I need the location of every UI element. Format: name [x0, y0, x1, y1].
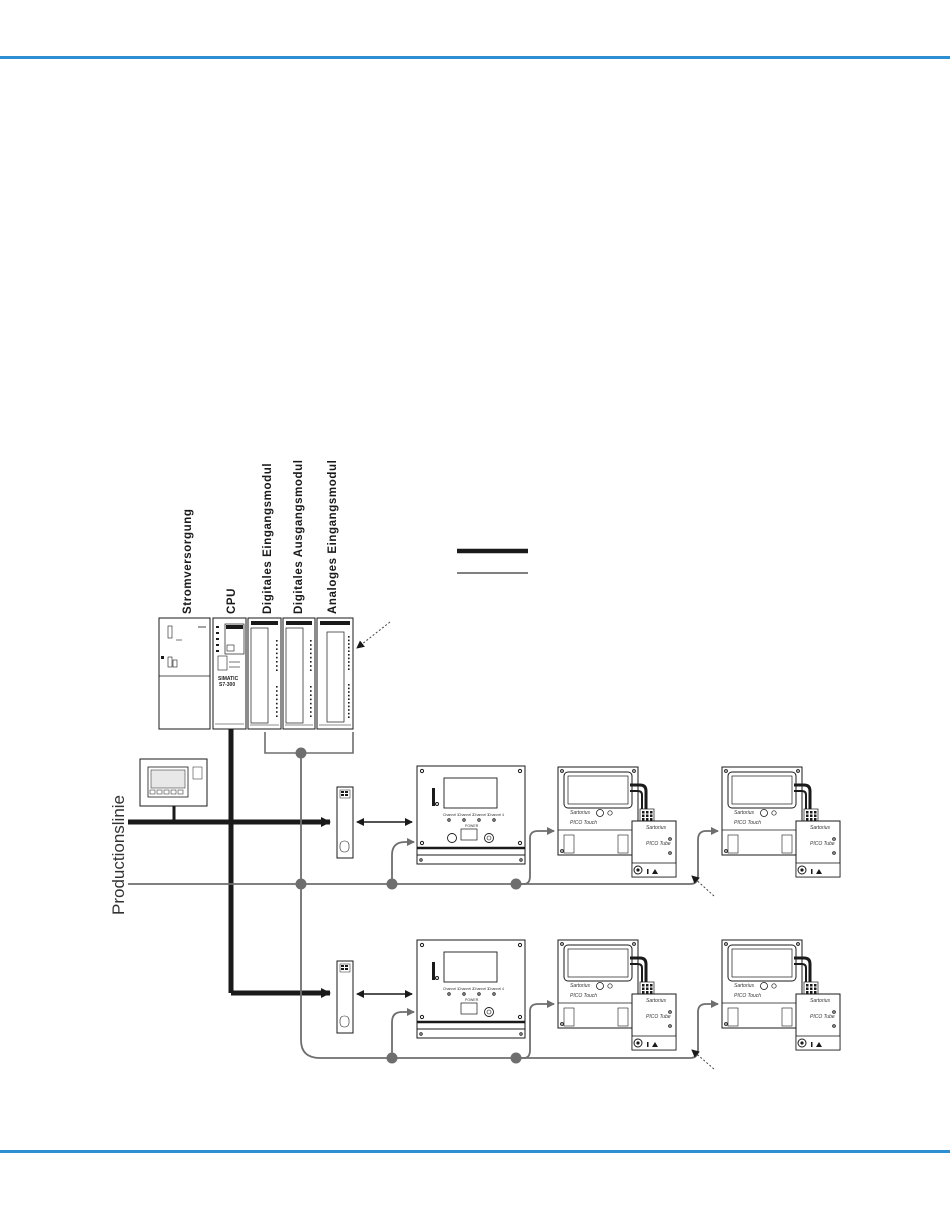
device-tube-model: PICO Tube: [646, 841, 671, 847]
device-brand: Sartorius: [646, 825, 667, 831]
device-brand: Sartorius: [646, 998, 667, 1004]
label-digital-input: Digitales Eingangsmodul: [262, 463, 274, 614]
io-module-bracket: [264, 732, 354, 754]
power-supply-module: [158, 617, 211, 730]
device-pointer-line-2: [691, 1049, 715, 1070]
legend: [457, 548, 528, 574]
device-brand: Sartorius: [570, 983, 591, 989]
device-touch-model: PICO Touch: [734, 993, 761, 999]
cpu-model: S7-300: [219, 682, 235, 688]
cpu-brand: SIMATIC: [218, 676, 239, 682]
junction-dot: [295, 878, 307, 890]
controller-channel-1: Channel 1: [443, 987, 459, 991]
device-pointer-line-1: [691, 875, 715, 897]
controller-channel-3: Channel 3: [473, 813, 489, 817]
cpu-module: SIMATIC S7-300: [212, 617, 247, 730]
controller-channel-4: Channel 4: [488, 987, 504, 991]
io-module-line-2: [336, 960, 354, 1034]
label-analog-input: Analoges Eingangsmodul: [327, 460, 339, 614]
device-brand: Sartorius: [570, 810, 591, 816]
label-digital-output: Digitales Ausgangsmodul: [293, 459, 305, 614]
plc-rack: SIMATIC S7-300: [158, 617, 354, 730]
network-junctions: [295, 747, 522, 1064]
controller-unit-2: Channel 1 Channel 2 Channel 3 Channel 4 …: [416, 939, 526, 1039]
digital-input-module: [247, 617, 282, 730]
device-brand: Sartorius: [810, 825, 831, 831]
label-power-supply: Stromversorgung: [182, 509, 194, 615]
hmi-touch-panel: [139, 758, 208, 820]
device-touch-model: PICO Touch: [570, 993, 597, 999]
device-tube-model: PICO Tube: [810, 841, 835, 847]
network-lines: [128, 753, 719, 1059]
controller-power-label: POWER: [465, 998, 479, 1002]
controller-unit-1: Channel 1 Channel 2 Channel 3 Channel 4 …: [416, 765, 526, 865]
device-brand: Sartorius: [810, 998, 831, 1004]
fieldbus-lines: [128, 729, 331, 998]
digital-output-module: [282, 617, 316, 730]
io-module-line-1: [336, 786, 354, 859]
bottom-rule: [0, 1150, 950, 1153]
plc-module-labels: Stromversorgung CPU Digitales Eingangsmo…: [182, 459, 339, 614]
controller-channel-2: Channel 2: [458, 813, 474, 817]
device-tube-model: PICO Tube: [810, 1014, 835, 1020]
device-touch-model: PICO Touch: [734, 820, 761, 826]
junction-dot: [510, 878, 522, 890]
controller-power-label: POWER: [465, 824, 479, 828]
device-tube-model: PICO Tube: [646, 1014, 671, 1020]
analog-input-module: [316, 617, 354, 730]
device-touch-model: PICO Touch: [570, 820, 597, 826]
device-brand: Sartorius: [734, 810, 755, 816]
junction-dot: [386, 878, 398, 890]
label-cpu: CPU: [226, 588, 238, 614]
controller-channel-4: Channel 4: [488, 813, 504, 817]
controller-channel-2: Channel 2: [458, 987, 474, 991]
production-line-label: Productionslinie: [109, 795, 128, 915]
controller-channel-3: Channel 3: [473, 987, 489, 991]
controller-channel-1: Channel 1: [443, 813, 459, 817]
junction-dot: [510, 1052, 522, 1064]
analog-module-pointer: [356, 621, 391, 649]
top-rule: [0, 56, 950, 59]
junction-dot: [295, 747, 307, 759]
device-brand: Sartorius: [734, 983, 755, 989]
junction-dot: [386, 1052, 398, 1064]
